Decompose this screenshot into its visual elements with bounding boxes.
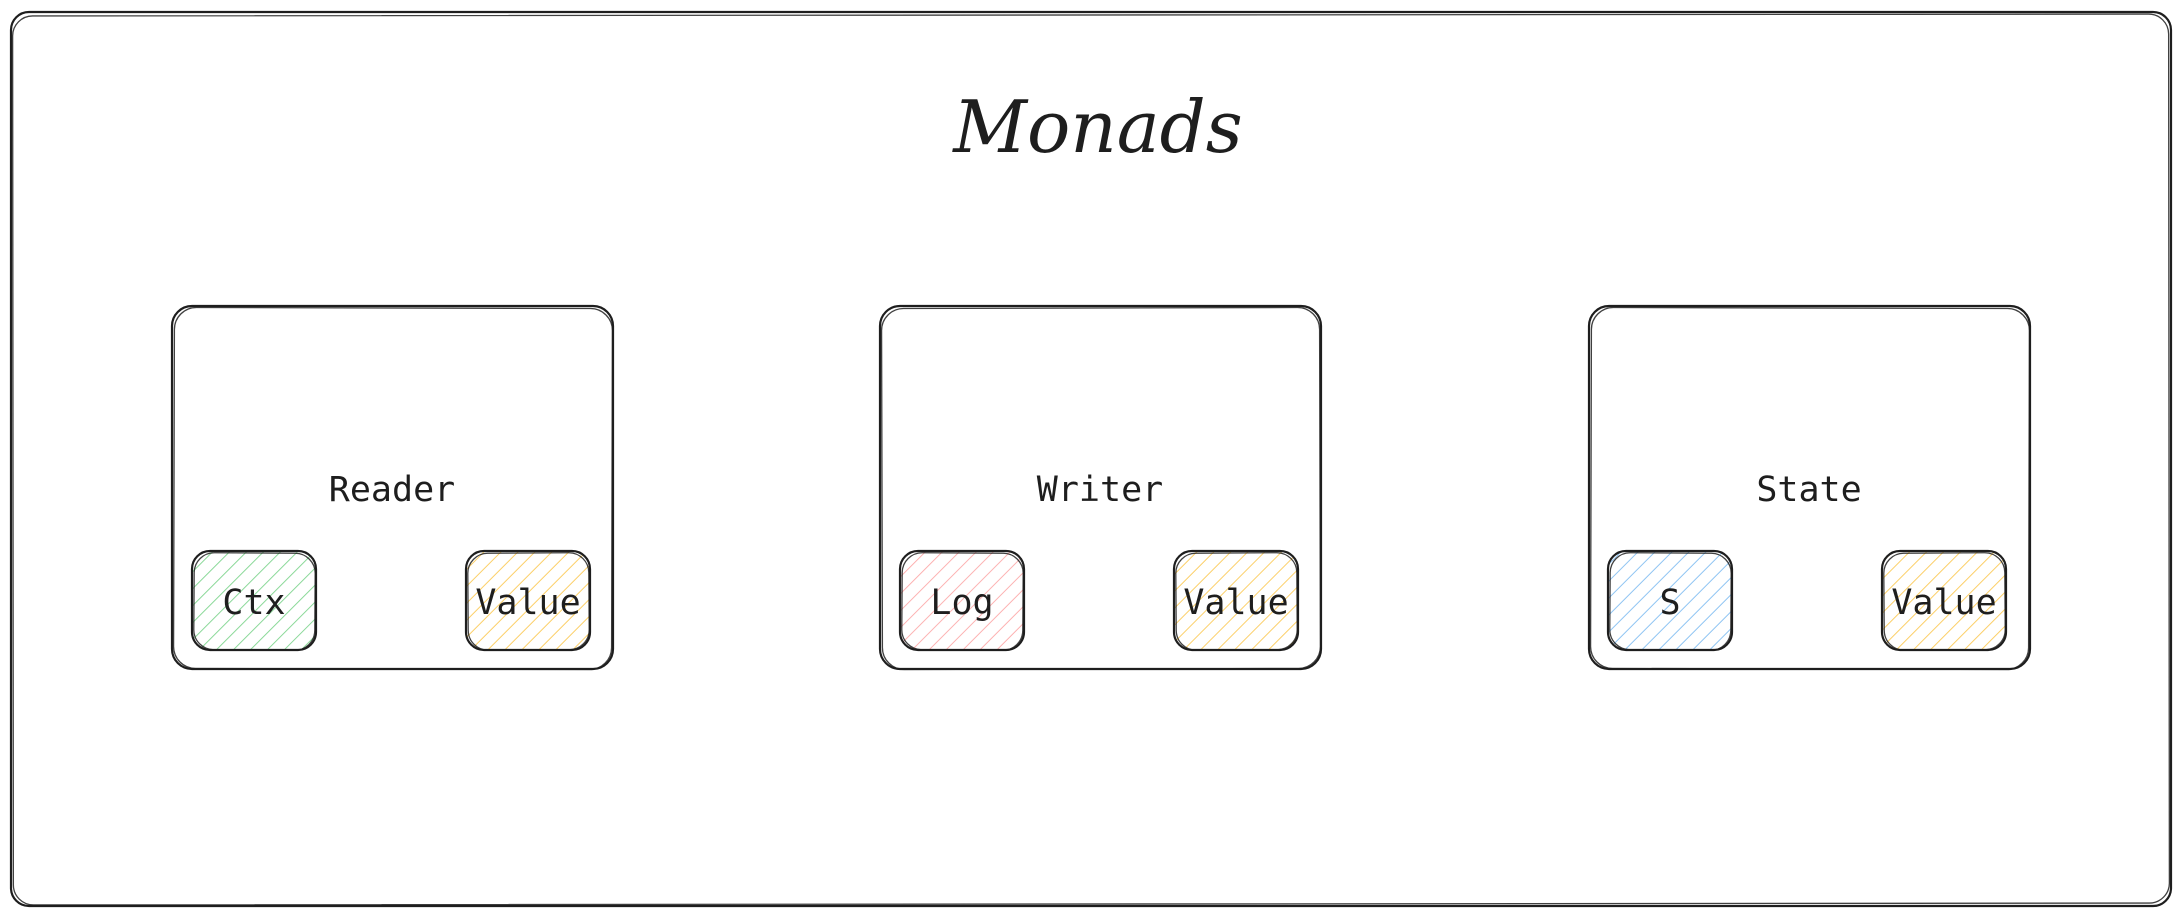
slot-label-value-reader: Value — [475, 583, 580, 623]
slot-label-value-writer: Value — [1183, 583, 1288, 623]
slot-label-log: Log — [930, 583, 993, 623]
slot-ctx: Ctx — [190, 549, 318, 652]
slot-value-state: Value — [1880, 549, 2008, 652]
slot-log: Log — [898, 549, 1026, 652]
monad-label-reader: Reader — [329, 470, 455, 510]
monad-label-writer: Writer — [1037, 470, 1163, 510]
monad-box-state: State S Value — [1587, 304, 2032, 671]
monad-label-state: State — [1756, 470, 1861, 510]
diagram-title: Monads — [951, 85, 1242, 169]
monad-box-reader: Reader Ctx Value — [170, 304, 615, 671]
slot-value-writer: Value — [1172, 549, 1300, 652]
outer-frame — [9, 10, 2173, 908]
slot-s: S — [1606, 549, 1734, 652]
monad-box-writer: Writer Log Value — [878, 304, 1323, 671]
slot-label-s: S — [1659, 583, 1680, 623]
slot-value-reader: Value — [464, 549, 592, 652]
slot-label-ctx: Ctx — [222, 583, 285, 623]
slot-label-value-state: Value — [1891, 583, 1996, 623]
